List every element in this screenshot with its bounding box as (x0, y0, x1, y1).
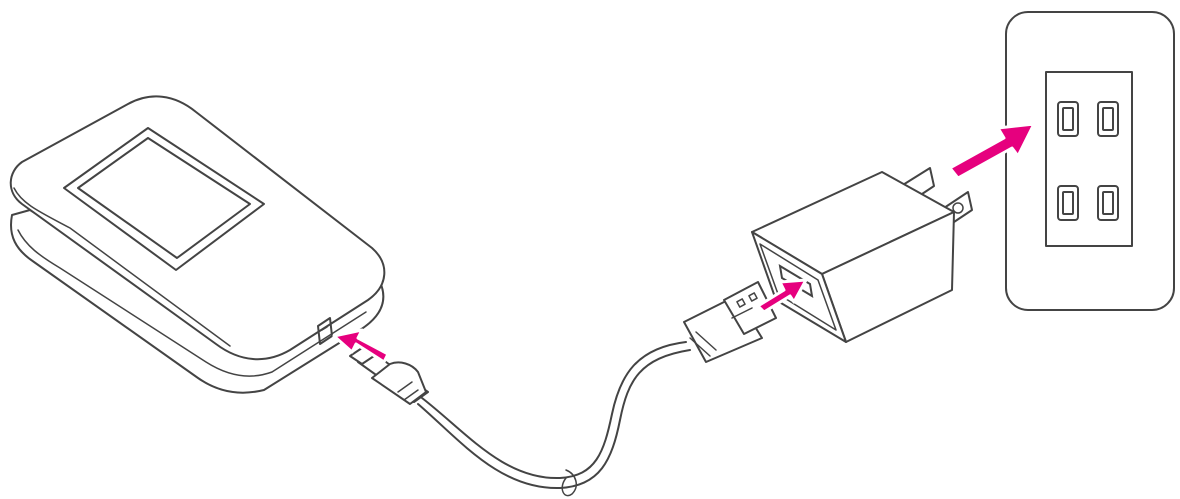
device-screen (77, 137, 251, 259)
wall-outlet (1005, 11, 1175, 311)
charging-cable (417, 341, 691, 497)
hotspot-device (9, 95, 386, 394)
arrow-into-adapter-port (756, 278, 808, 314)
outlet-receptacle-bottom (1057, 185, 1119, 221)
usb-power-adapter (751, 167, 973, 343)
device-usb-port (317, 317, 333, 345)
usb-a-connector (683, 281, 777, 363)
outlet-receptacle-top (1057, 101, 1119, 137)
arrow-into-wall-outlet (948, 122, 1036, 180)
arrow-into-device-port (332, 328, 390, 364)
micro-usb-connector (349, 347, 429, 405)
